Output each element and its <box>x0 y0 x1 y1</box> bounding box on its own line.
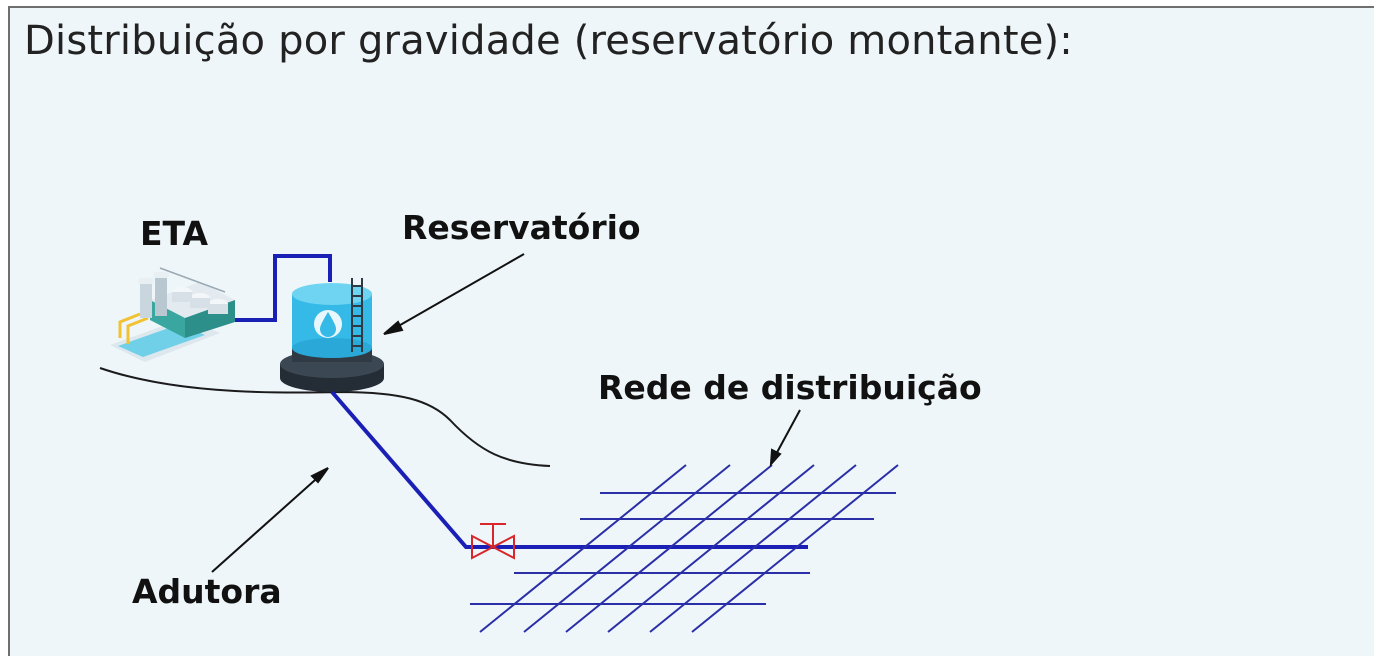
water-reservoir-tank-icon <box>280 278 384 392</box>
rede-de-distribuicao-label: Rede de distribuição <box>598 368 982 407</box>
adutora-pipe <box>330 390 808 549</box>
reservatorio-label: Reservatório <box>402 208 641 247</box>
adutora-arrow <box>211 471 325 573</box>
terrain-line <box>99 367 551 467</box>
gate-valve-icon <box>471 523 515 560</box>
annotation-arrows <box>211 253 801 573</box>
distribution-network-grid <box>470 464 899 633</box>
water-treatment-plant-icon <box>110 267 235 362</box>
rede-arrow <box>773 409 801 459</box>
adutora-label: Adutora <box>132 572 282 611</box>
slide-title: Distribuição por gravidade (reservatório… <box>24 18 1073 64</box>
eta-label: ETA <box>140 214 209 253</box>
eta-to-reservoir-pipe <box>235 254 332 322</box>
reservatorio-arrow <box>387 253 525 333</box>
